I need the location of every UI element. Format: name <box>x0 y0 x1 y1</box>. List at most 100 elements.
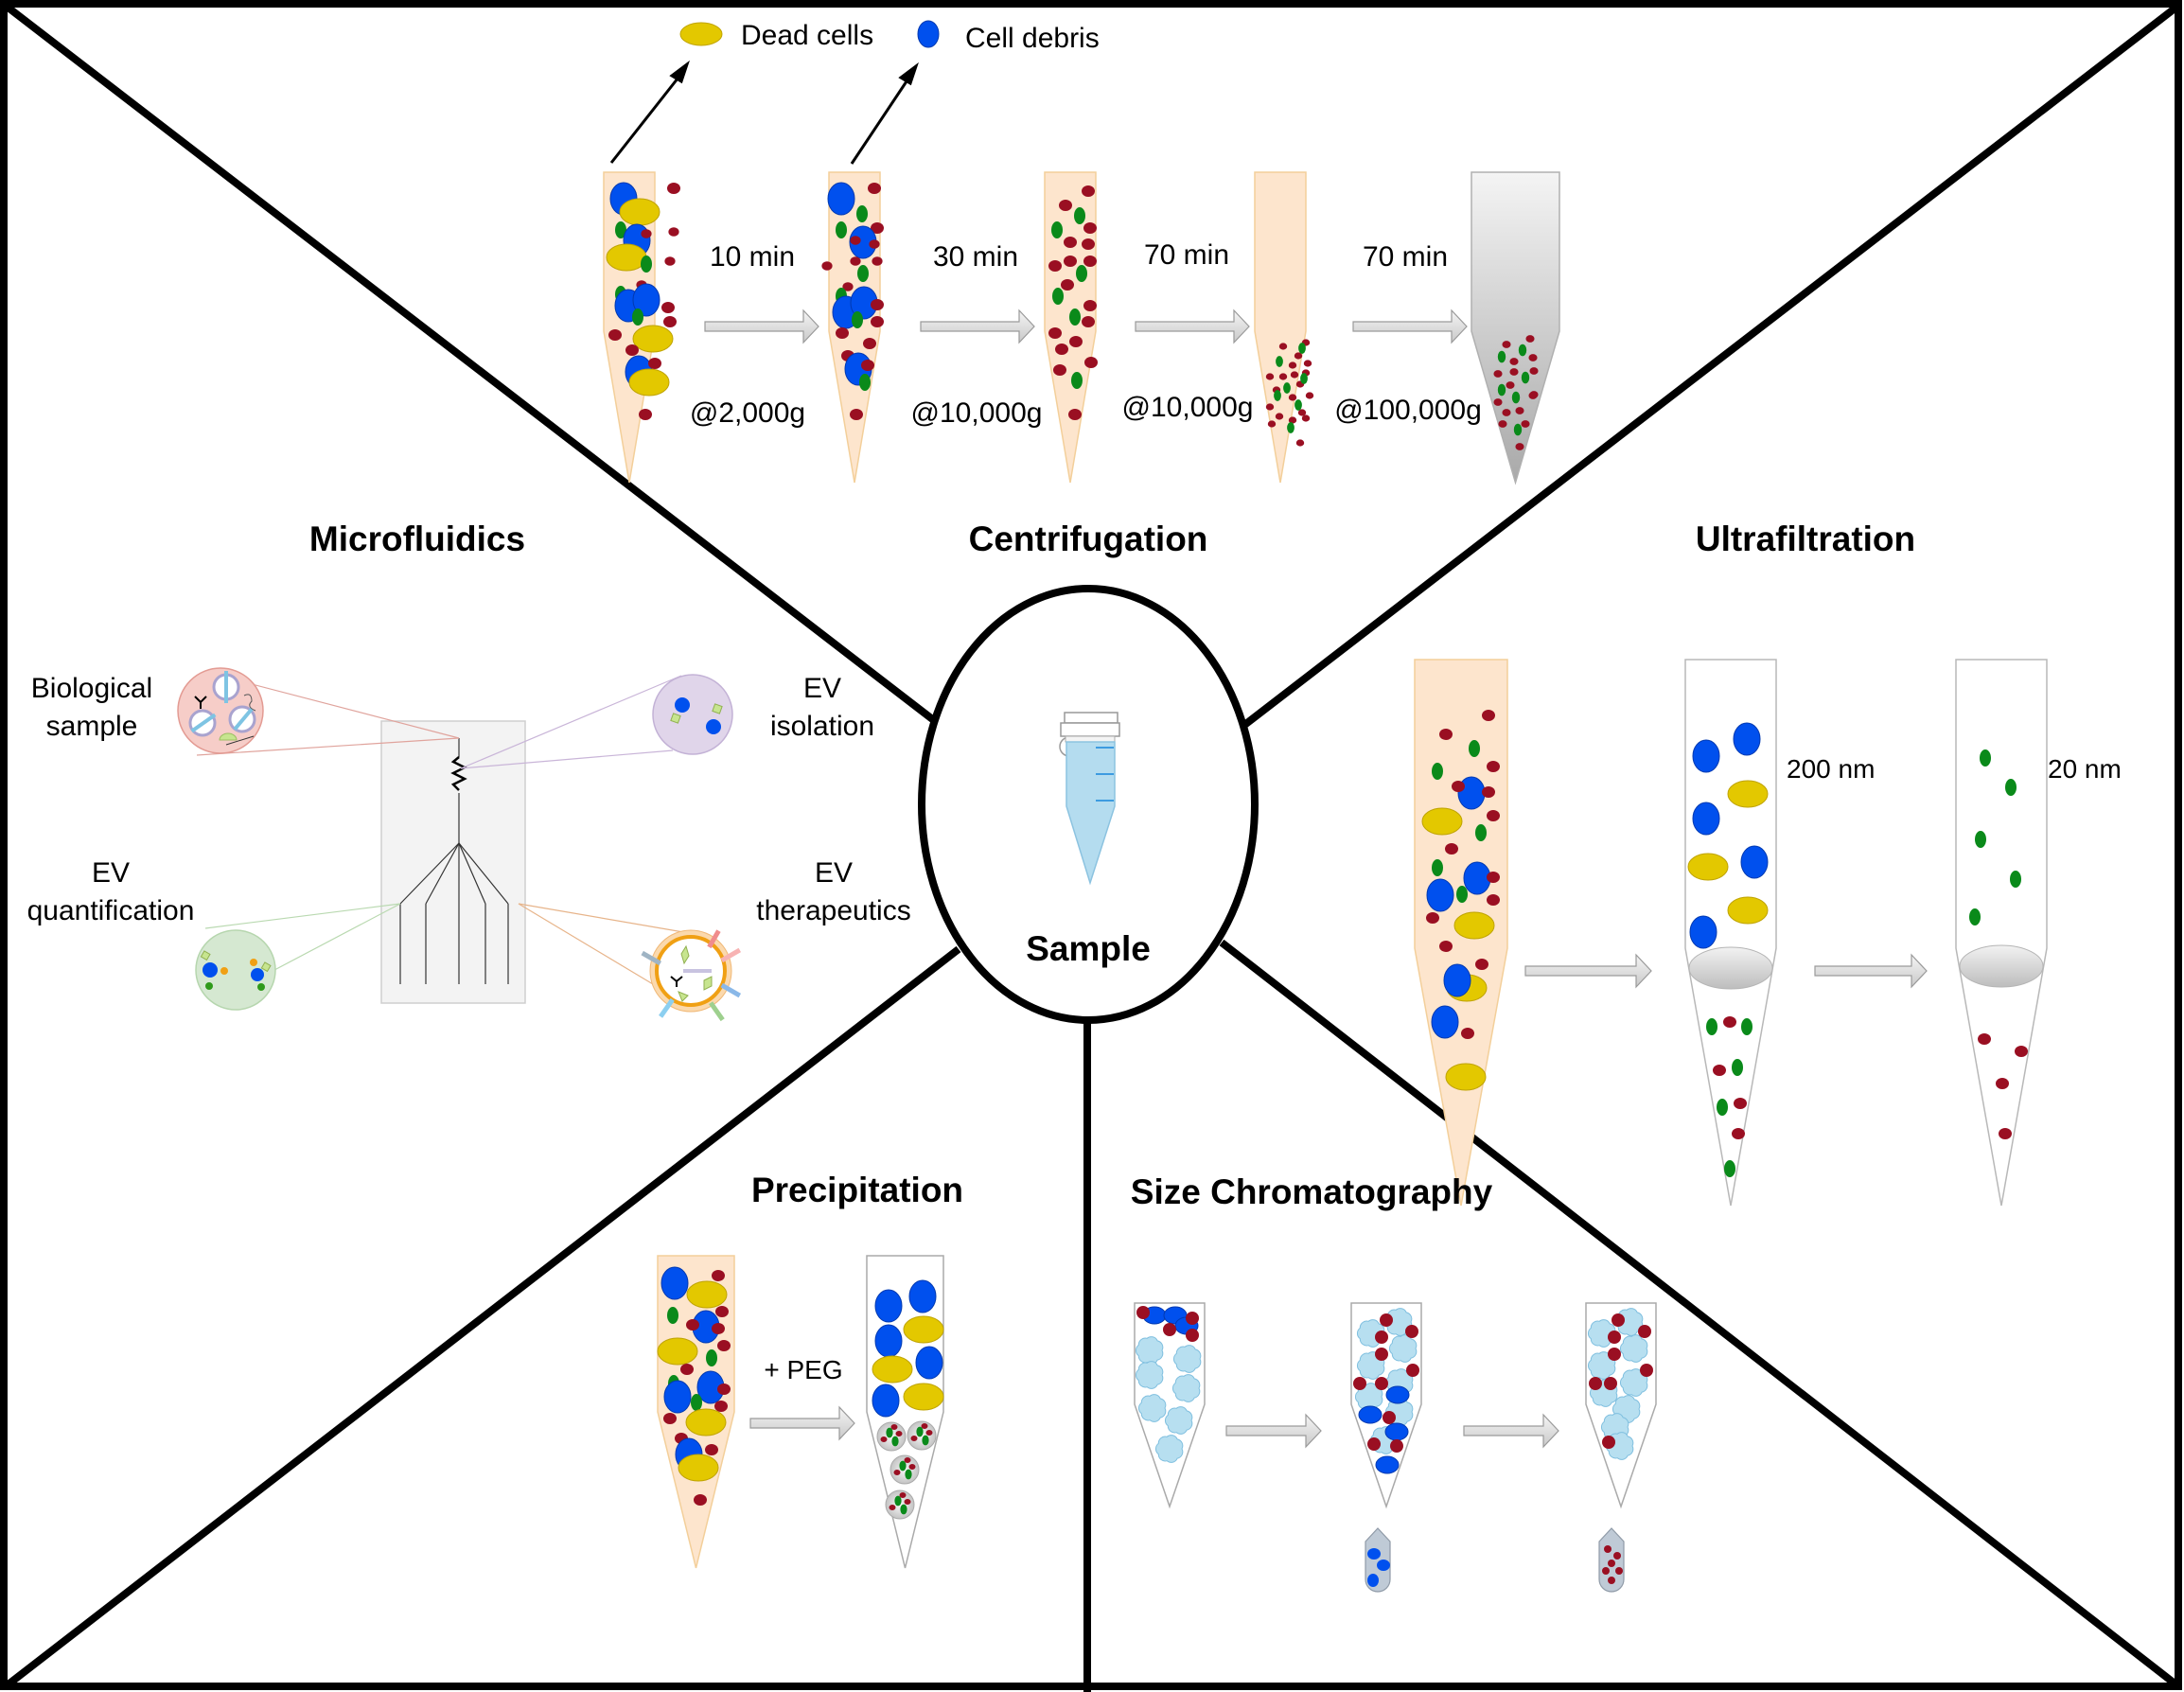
ev-dot <box>1432 763 1443 780</box>
biological-sample-label-1: Biological <box>31 673 152 704</box>
ev-blue-dot <box>1375 1455 1400 1474</box>
protein-dot <box>869 239 880 249</box>
protein-dot <box>1439 729 1453 740</box>
ev-dot <box>852 311 863 328</box>
cell-debris-dot <box>660 1266 689 1300</box>
protein-dot <box>1638 1325 1651 1338</box>
precipitation-title: Precipitation <box>751 1171 963 1209</box>
cell-debris-dot <box>908 1279 937 1313</box>
protein-dot <box>1048 327 1062 339</box>
ev-dot <box>1283 382 1291 394</box>
cell-debris-dot <box>1689 915 1717 949</box>
legend-dead-cells: Dead cells <box>741 20 873 51</box>
cell-debris-dot <box>632 283 660 317</box>
step-3-speed: @10,000g <box>1122 392 1254 423</box>
protein-dot <box>861 360 874 371</box>
ev-dot <box>667 1307 678 1324</box>
protein-dot <box>921 1423 928 1429</box>
protein-dot <box>1163 1323 1176 1336</box>
ev-quantification-label-1: EV <box>92 857 130 889</box>
ev-dot <box>1741 1018 1752 1035</box>
cell-debris-dot <box>915 1346 943 1380</box>
protein-dot <box>904 1499 911 1505</box>
ev-dot <box>1521 371 1530 384</box>
protein-dot <box>1353 1377 1366 1390</box>
column-bead <box>1587 1319 1616 1348</box>
biological-sample-label-2: sample <box>46 711 138 742</box>
callout-lines <box>196 673 690 989</box>
process-arrow-icon <box>1463 1413 1559 1449</box>
ev-dot <box>922 1435 929 1446</box>
ev-dot <box>1298 343 1306 354</box>
ev-dot <box>899 1460 907 1472</box>
ev-dot <box>1287 422 1295 433</box>
protein-dot <box>1303 360 1312 367</box>
protein-dot <box>910 1436 918 1441</box>
protein-dot <box>1055 344 1068 355</box>
protein-dot <box>705 1444 718 1455</box>
protein-dot <box>1053 364 1066 376</box>
protein-dot <box>694 1494 707 1506</box>
microfluidic-chip <box>380 720 526 1004</box>
protein-dot <box>1082 185 1095 197</box>
protein-dot <box>1475 959 1488 970</box>
protein-dot <box>1380 1313 1393 1327</box>
step-4-time: 70 min <box>1363 241 1448 273</box>
ev-quantification-zoom-icon <box>195 929 276 1011</box>
protein-dot <box>1297 409 1307 416</box>
protein-dot <box>1305 392 1314 399</box>
protein-dot <box>1084 357 1098 368</box>
ev-dot <box>1511 391 1521 404</box>
precipitation-section: Precipitation + PEG <box>657 1171 963 1569</box>
filter-membrane <box>1688 946 1773 990</box>
centrifuge-tube-3 <box>1044 171 1098 484</box>
protein-dot <box>625 344 639 356</box>
protein-dot <box>1288 394 1297 401</box>
step-1-speed: @2,000g <box>690 397 805 429</box>
dead-cell-dot <box>1727 896 1769 925</box>
divider-top-right <box>1241 2 2181 730</box>
ev-dot <box>1276 356 1283 367</box>
protein-dot <box>1612 1313 1625 1327</box>
ev-dot <box>632 308 643 326</box>
protein-dot <box>712 1270 725 1281</box>
protein-dot <box>1064 237 1077 248</box>
column-bead <box>1388 1334 1418 1363</box>
ev-dot <box>1475 824 1487 841</box>
cell-debris-dot <box>1733 722 1761 756</box>
protein-dot <box>668 227 679 237</box>
dead-cell-dot <box>903 1315 944 1344</box>
protein-dot <box>908 1464 916 1470</box>
protein-dot <box>895 1431 903 1436</box>
process-arrow-icon <box>1225 1413 1322 1449</box>
ev-dot <box>1052 288 1064 305</box>
legend-cell-debris: Cell debris <box>965 23 1100 54</box>
protein-dot <box>1083 300 1097 311</box>
protein-dot <box>890 1424 898 1430</box>
ev-dot <box>1497 350 1506 363</box>
ev-dot <box>1518 344 1527 357</box>
ev-dot <box>641 256 652 273</box>
centrifuge-tube-2 <box>821 171 884 484</box>
sample-tube-icon <box>1059 712 1120 886</box>
protein-dot <box>2015 1046 2028 1057</box>
cell-debris-dot <box>1431 1005 1459 1039</box>
protein-dot <box>1064 256 1077 267</box>
protein-dot <box>1375 1331 1388 1344</box>
protein-dot <box>1502 341 1511 348</box>
protein-dot <box>871 222 884 234</box>
centrifuge-tube-4 <box>1254 171 1314 484</box>
dead-cell-dot <box>686 1280 728 1309</box>
divider-bottom-right <box>1219 939 2181 1690</box>
cell-debris-dot <box>1692 739 1720 773</box>
protein-dot <box>1608 1331 1621 1344</box>
protein-dot <box>1498 420 1507 428</box>
peg-pellet-icon <box>876 1421 907 1452</box>
protein-dot <box>1482 786 1495 798</box>
ev-isolation-label-2: isolation <box>770 711 874 742</box>
protein-dot <box>850 256 861 266</box>
microfluidics-title: Microfluidics <box>309 520 525 558</box>
protein-dot <box>1186 1312 1199 1325</box>
peg-pellet-icon <box>889 1454 920 1485</box>
